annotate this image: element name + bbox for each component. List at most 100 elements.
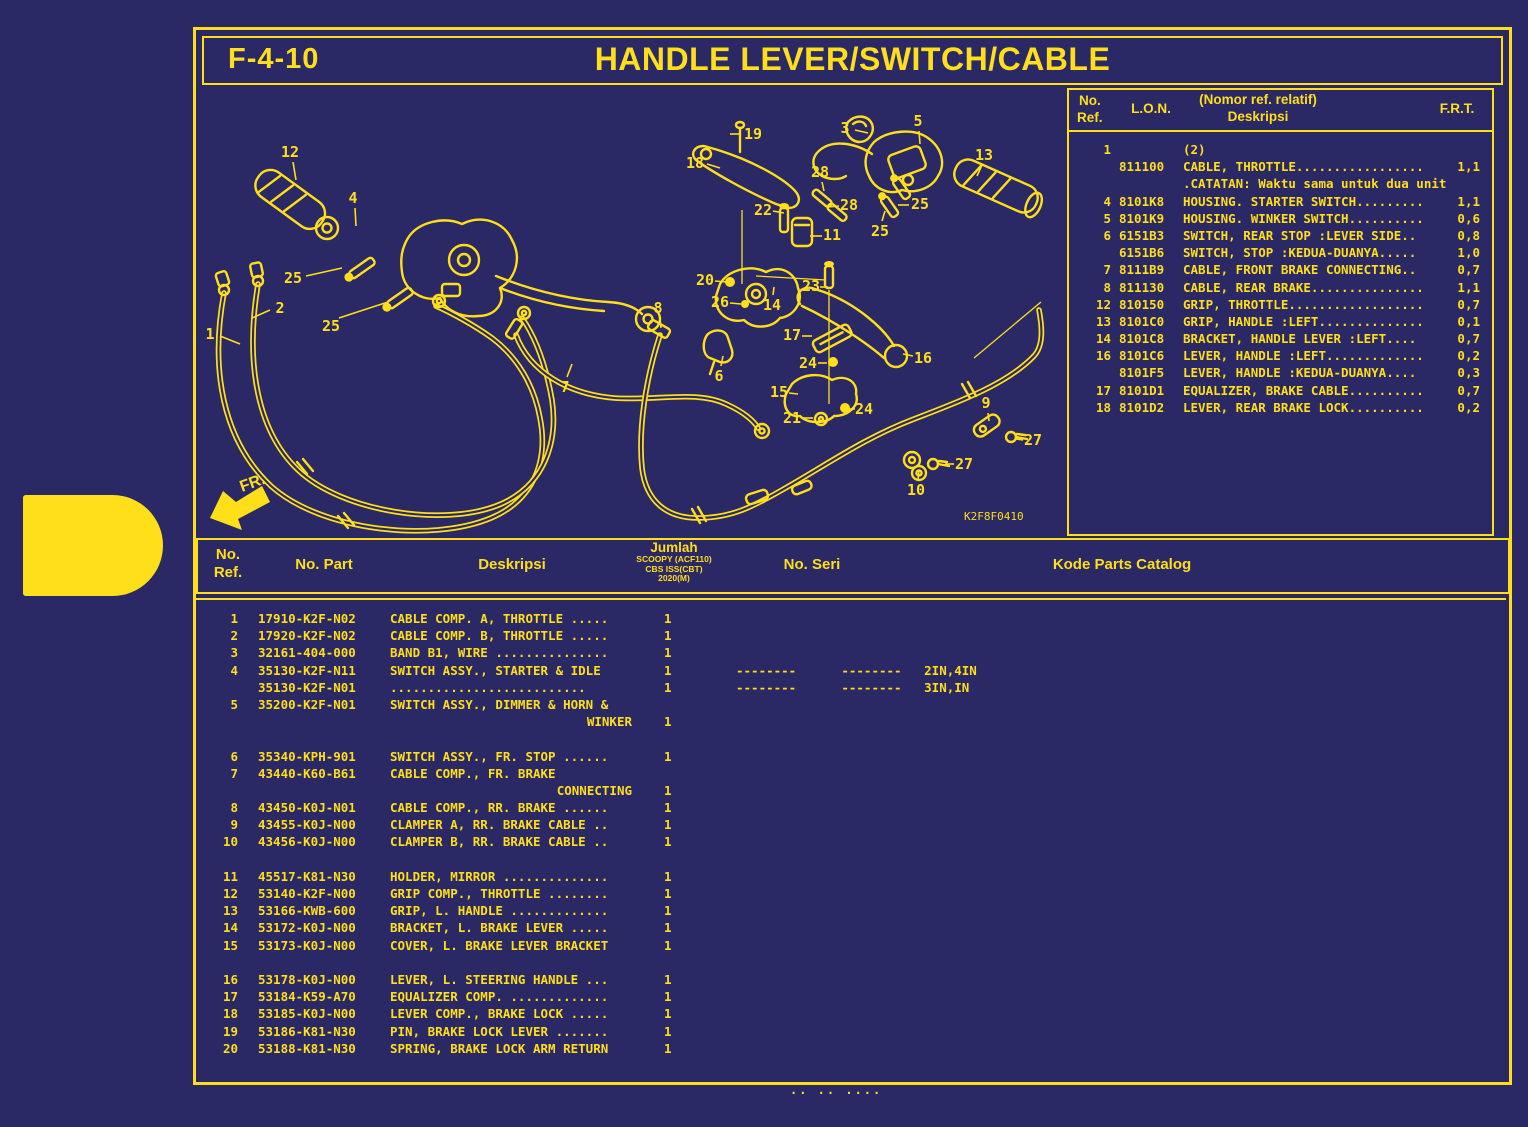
callout-leader-line (338, 301, 389, 319)
c-qty: 1 (664, 645, 672, 661)
r-frt: 0,1 (1457, 313, 1480, 329)
clamper-b-screw (926, 457, 951, 471)
callout-leader-line (714, 280, 727, 283)
winker-switch-housing (812, 130, 944, 194)
callout-number: 28 (811, 163, 829, 181)
r-lon: 8101C8 (1119, 331, 1165, 347)
r-ref: 12 (1095, 296, 1111, 312)
r-desc: CABLE, FRONT BRAKE CONNECTING.. (1183, 262, 1417, 278)
c-qty: 1 (664, 1023, 672, 1039)
callout-number: 5 (913, 112, 922, 130)
c-desc: CABLE COMP. B, THROTTLE ..... (390, 628, 609, 644)
callout-number: 25 (911, 195, 929, 213)
equalizer-pin (828, 357, 838, 367)
c-ref: 5 (230, 696, 238, 712)
ref-table-row: .CATATAN: Waktu sama untuk dua unit (1069, 176, 1492, 193)
r-lon: 810150 (1119, 296, 1165, 312)
r-frt: 1,1 (1457, 193, 1480, 209)
callout-number: 19 (744, 125, 762, 143)
r-frt: 0,7 (1457, 382, 1480, 398)
r-desc: HOUSING. STARTER SWITCH......... (1183, 193, 1424, 209)
ref-table-row: 1(2) (1069, 142, 1492, 159)
c-qty: 1 (664, 937, 672, 953)
diagram-code: K2F8F0410 (964, 510, 1024, 523)
c-part: 53166-KWB-600 (258, 903, 356, 919)
c-desc: WINKER (586, 714, 632, 730)
c-part: 43456-K0J-N00 (258, 834, 356, 850)
callout-number: 10 (907, 481, 925, 499)
callout-leader-line (292, 161, 297, 181)
c-qty: 1 (664, 714, 672, 730)
r-desc: GRIP, HANDLE :LEFT.............. (1183, 313, 1424, 329)
c-ref: 13 (222, 903, 238, 919)
parts-row-gap (196, 731, 1506, 748)
c-desc: BRACKET, L. BRAKE LEVER ..... (390, 920, 609, 936)
r-ref: 6 (1103, 227, 1111, 243)
c-part: 43455-K0J-N00 (258, 817, 356, 833)
callout-leader-line (1015, 438, 1024, 441)
parts-col-kode: Kode Parts Catalog (1052, 556, 1192, 573)
callout-number: 26 (711, 293, 729, 311)
callout-leader-line (354, 207, 357, 227)
callout-number: 24 (799, 354, 817, 372)
c-desc: PIN, BRAKE LOCK LEVER ....... (390, 1023, 609, 1039)
c-desc: GRIP, L. HANDLE ............. (390, 903, 609, 919)
r-lon: 8111B9 (1119, 262, 1165, 278)
c-part: 53178-K0J-N00 (258, 971, 356, 987)
page-frame (193, 27, 1512, 1085)
parts-row-gap (196, 852, 1506, 869)
callout-number: 6 (714, 367, 723, 385)
c-desc: HOLDER, MIRROR .............. (390, 868, 609, 884)
r-frt: 0,2 (1457, 348, 1480, 364)
c-desc: BAND B1, WIRE ............... (390, 645, 609, 661)
c-qty: 1 (664, 920, 672, 936)
c-ref: 8 (230, 800, 238, 816)
page-bookmark-tab[interactable] (23, 495, 163, 596)
r-desc: SWITCH, STOP :KEDUA-DUANYA..... (1183, 245, 1417, 261)
callout-leader-line (219, 335, 241, 345)
right-mount-bolts (878, 174, 912, 219)
c-desc: CLAMPER A, RR. BRAKE CABLE .. (390, 817, 609, 833)
callout-number: 25 (322, 317, 340, 335)
clamper-b (902, 450, 928, 482)
parts-table-header: No. Ref. No. Part Deskripsi Jumlah SCOOP… (196, 538, 1510, 594)
c-ref: 10 (222, 834, 238, 850)
c-ref: 12 (222, 886, 238, 901)
callout-leader-line (251, 309, 271, 319)
c-qty: 1 (664, 800, 672, 816)
reference-table: No. Ref. L.O.N. (Nomor ref. relatif) Des… (1067, 88, 1494, 536)
c-part: 17920-K2F-N02 (258, 628, 356, 644)
c-qty: 1 (664, 748, 672, 764)
r-ref: 16 (1095, 348, 1111, 364)
ref-col-ref: Ref. (1077, 110, 1103, 125)
r-lon: 8101K9 (1119, 210, 1165, 226)
r-lon: 8101C0 (1119, 313, 1165, 329)
r-frt: 0,3 (1457, 365, 1480, 381)
r-frt: 0,7 (1457, 331, 1480, 347)
r-lon: 8101K8 (1119, 193, 1165, 209)
c-desc: EQUALIZER COMP. ............. (390, 989, 609, 1005)
callout-number: 25 (871, 222, 889, 240)
callout-number: 7 (560, 378, 569, 396)
callout-leader-line (987, 412, 990, 422)
r-frt: 0,8 (1457, 227, 1480, 243)
r-frt: 1,1 (1457, 279, 1480, 295)
r-desc: (2) (1183, 142, 1206, 157)
r-desc: .CATATAN: Waktu sama untuk dua unit (1183, 176, 1447, 192)
parts-table-row: 13 53166-KWB-600 GRIP, L. HANDLE .........… (196, 903, 1506, 920)
ref-col-lon: L.O.N. (1131, 101, 1171, 116)
c-ref: 1 (230, 611, 238, 626)
callout-leader-line (902, 353, 914, 357)
clamper-a-screw (1004, 430, 1029, 444)
r-desc: LEVER, REAR BRAKE LOCK.......... (1183, 399, 1424, 415)
